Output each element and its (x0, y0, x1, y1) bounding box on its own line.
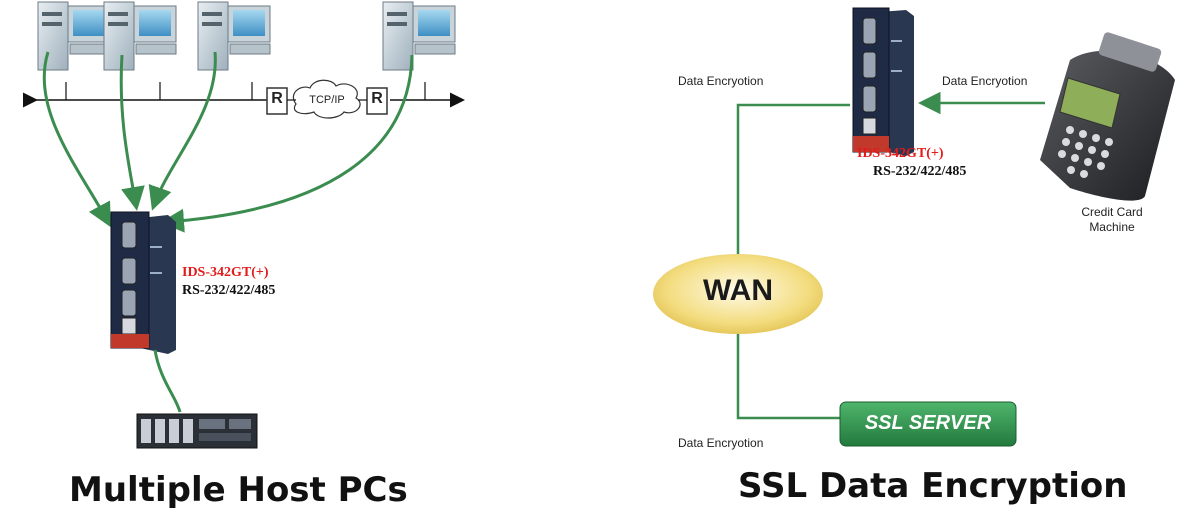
caption-multiple-host: Multiple Host PCs (69, 470, 408, 510)
device-server-left (110, 211, 176, 354)
link-arrow-pc4 (160, 54, 414, 233)
router-right-icon (366, 87, 388, 115)
credit-card-label: Credit Card Machine (1052, 205, 1172, 235)
ssl-encryption-panel: Data Encryotion Data Encryotion Data Enc… (600, 0, 1185, 519)
device-server-right (852, 7, 914, 156)
host-pc-1 (37, 1, 111, 71)
host-pc-2 (103, 1, 177, 71)
data-encryption-bottom: Data Encryotion (678, 436, 764, 450)
link-arrow-pc3 (148, 51, 217, 211)
device-model-label-right: IDS-342GT(+) (857, 146, 944, 161)
router-left-label: R (271, 90, 283, 107)
credit-card-label-line1: Credit Card (1081, 205, 1143, 219)
link-arrow-pc1 (42, 51, 111, 228)
data-encryption-top-left: Data Encryotion (678, 74, 764, 88)
host-pc-4 (382, 1, 456, 71)
caption-ssl-encryption: SSL Data Encryption (738, 466, 1128, 506)
credit-card-terminal-icon (1040, 32, 1175, 201)
tcpip-label: TCP/IP (309, 94, 345, 106)
rack-equipment-icon (136, 413, 258, 449)
link-arrow-pc2 (119, 54, 145, 211)
multiple-host-panel: R R TCP/IP IDS-342GT(+) RS-232/422/485 M… (23, 1, 465, 510)
router-left-icon (266, 87, 288, 115)
data-encryption-top-right: Data Encryotion (942, 74, 1028, 88)
multiple-host-diagram (23, 1, 465, 449)
wan-cloud-icon (653, 254, 823, 334)
device-interface-label-right: RS-232/422/485 (873, 164, 967, 179)
link-device-wan (736, 103, 850, 256)
router-right-label: R (371, 90, 383, 107)
wan-label: WAN (703, 274, 773, 307)
link-wan-ssl (736, 334, 840, 420)
link-device-rack (153, 349, 182, 413)
internet-cloud-icon (292, 79, 361, 119)
ssl-encryption-diagram (653, 7, 1175, 447)
credit-card-label-line2: Machine (1089, 220, 1135, 234)
ssl-server-box (839, 401, 1017, 447)
host-pc-3 (197, 1, 271, 71)
device-model-label: IDS-342GT(+) (182, 265, 269, 280)
ssl-server-label: SSL SERVER (864, 412, 992, 434)
device-interface-label: RS-232/422/485 (182, 283, 276, 298)
